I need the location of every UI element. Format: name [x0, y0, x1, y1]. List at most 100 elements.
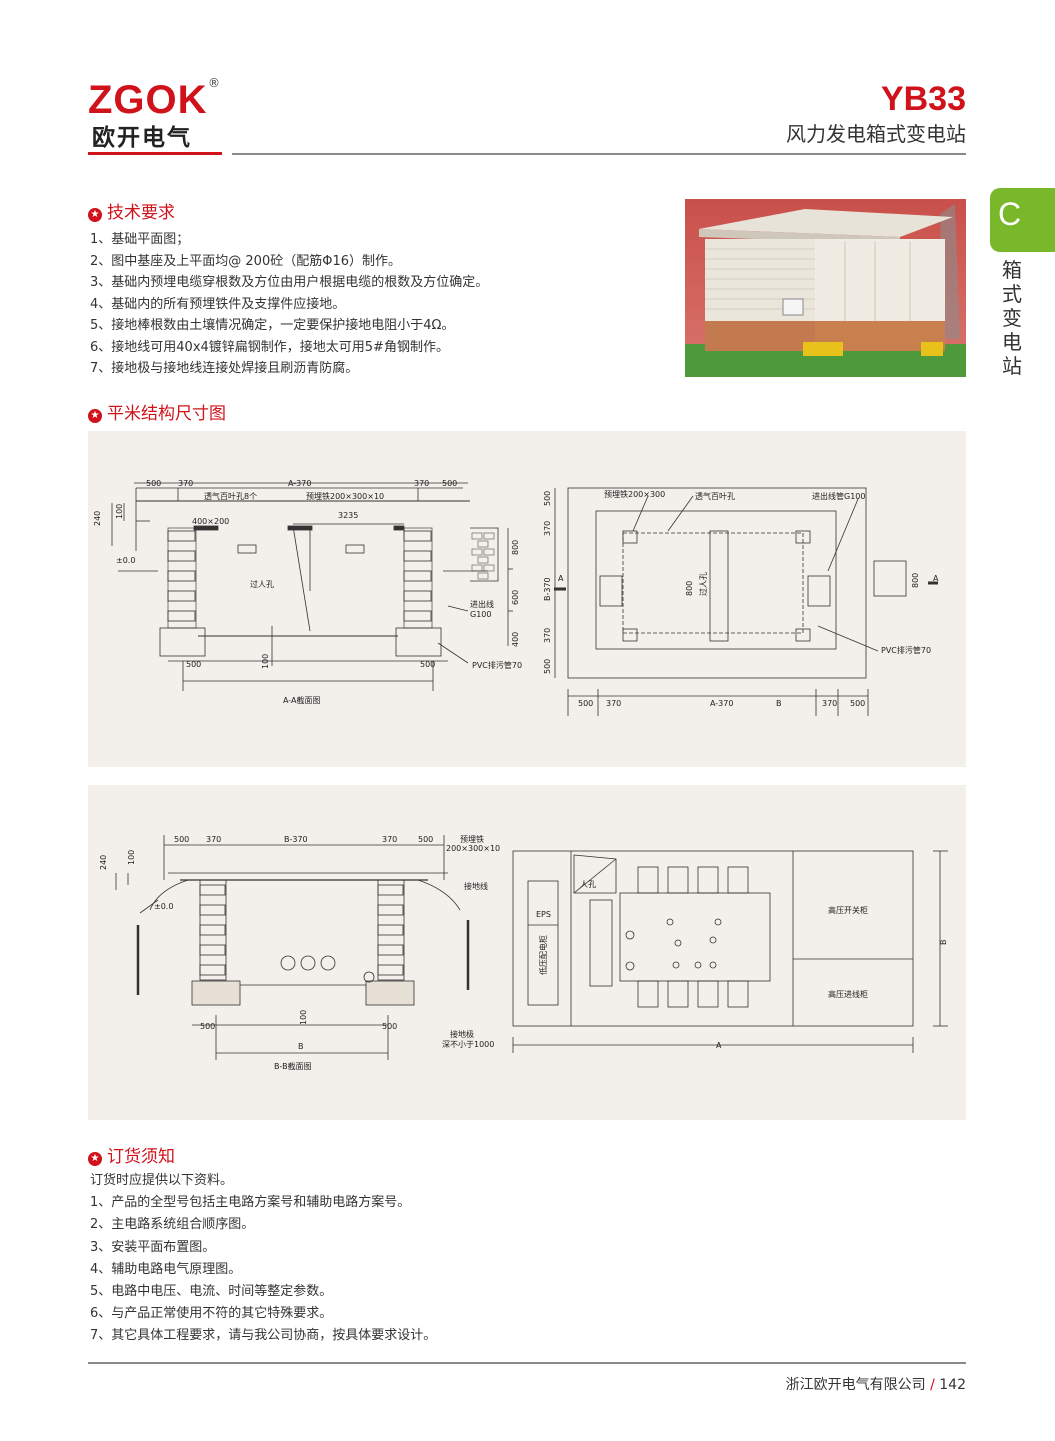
list-item: 1、产品的全型号包括主电路方案号和辅助电路方案号。: [90, 1195, 411, 1211]
plan-view-drawing: 预埋铁200×300 透气百叶孔 进出线管G100 A A 500 370 B-…: [543, 487, 939, 716]
dim-label: 500: [174, 835, 189, 844]
list-item: 3、基础内预埋电缆穿根数及方位由用户根据电缆的根数及方位确定。: [90, 275, 489, 290]
list-item: 5、电路中电压、电流、时间等整定参数。: [90, 1284, 333, 1300]
tech-list: 1、基础平面图； 2、图中基座及上平面均@ 200砼（配筋Φ16）制作。 3、基…: [90, 229, 488, 380]
list-item: 7、接地极与接地线连接处焊接且刷沥青防腐。: [90, 361, 359, 376]
manhole-label: 过人孔: [250, 579, 274, 589]
list-item: 2、主电路系统组合顺序图。: [90, 1217, 255, 1233]
dim-label: 500: [420, 660, 435, 669]
pipe-label: G100: [470, 610, 491, 619]
list-item: 4、基础内的所有预埋铁件及支撑件应接地。: [90, 296, 346, 312]
section-mark-a: A: [933, 574, 939, 583]
order-section-heading: ★ 订货须知: [88, 1142, 175, 1167]
footer: 浙江欧开电气有限公司 / 142: [786, 1374, 966, 1394]
registered-mark: ®: [208, 76, 220, 90]
tech-section-heading: ★技术要求: [88, 198, 175, 223]
foundation-drawings-bottom: 500 370 B-370 370 500 预埋铁 200×300×10 240…: [99, 834, 948, 1071]
electrode-label: 接地极: [450, 1029, 474, 1039]
company-name: 浙江欧开电气有限公司: [785, 1377, 926, 1393]
dim-label: 370: [414, 479, 429, 488]
star-icon: ★: [88, 409, 102, 423]
struct-section-heading: ★ 平米结构尺寸图: [88, 399, 226, 424]
list-item: 3、安装平面布置图。: [90, 1239, 216, 1255]
section-caption: A-A截面图: [283, 695, 320, 705]
dim-label: 370: [543, 628, 552, 643]
dim-label: 370: [822, 699, 837, 708]
page-number: 142: [939, 1377, 966, 1393]
list-item: 4、辅助电路电气原理图。: [90, 1261, 242, 1277]
page-subtitle: 风力发电箱式变电站: [786, 122, 966, 146]
cable-label: 进出线: [470, 599, 494, 609]
embed-label: 预埋铁200×300: [604, 489, 665, 499]
list-item: 7、其它具体工程要求，请与我公司协商，按具体要求设计。: [90, 1328, 437, 1344]
footer-separator: /: [930, 1377, 935, 1393]
dim-label: 370: [206, 835, 221, 844]
list-item: 5、接地棒根数由土壤情况确定，一定要保护接地电阻小于4Ω。: [90, 318, 455, 333]
dim-label: 240: [99, 855, 108, 870]
dim-label: 800: [511, 540, 520, 555]
dim-label: 100: [115, 504, 124, 519]
manhole-label: 过人孔: [698, 572, 708, 596]
dim-label: B-370: [543, 577, 552, 601]
dim-label: 600: [511, 590, 520, 605]
dim-label: A-370: [288, 479, 311, 488]
vent-label: 透气百叶孔: [695, 491, 735, 501]
list-item: 6、接地线可用40x4镀锌扁钢制作，接地太可用5#角钢制作。: [90, 339, 449, 355]
order-title: 订货须知: [107, 1147, 175, 1167]
list-item: 1、基础平面图；: [90, 232, 190, 247]
dim-label: 3235: [338, 511, 358, 520]
dim-label: B: [298, 1042, 304, 1051]
equipment-layout-drawing: 人孔 EPS 低压配电柜 高压开关柜 高压进线柜 A B: [512, 850, 948, 1053]
dim-label: 800: [911, 573, 920, 588]
section-bb-drawing: 500 370 B-370 370 500 预埋铁 200×300×10 240…: [99, 834, 500, 1071]
dim-label: B: [939, 940, 948, 946]
dim-label: 500: [382, 1022, 397, 1031]
order-list: 订货时应提供以下资料。 1、产品的全型号包括主电路方案号和辅助电路方案号。 2、…: [90, 1170, 436, 1348]
foundation-drawings-top: 500 370 A-370 370 500 透气百叶孔8个 预埋铁200×300…: [93, 479, 939, 716]
brand-name: 欧开电气: [92, 125, 192, 151]
hv-incoming-label: 高压进线柜: [828, 989, 868, 999]
dim-label: A-370: [710, 699, 733, 708]
dim-label: 500: [200, 1022, 215, 1031]
dim-label: 500: [146, 479, 161, 488]
dim-label: 800: [685, 581, 694, 596]
dim-label: 370: [382, 835, 397, 844]
embed-label: 预埋铁: [460, 834, 484, 844]
section-aa-drawing: 500 370 A-370 370 500 透气百叶孔8个 预埋铁200×300…: [93, 479, 522, 705]
list-item: 2、图中基座及上平面均@ 200砼（配筋Φ16）制作。: [90, 253, 401, 269]
dim-label: 500: [442, 479, 457, 488]
chapter-letter: C: [998, 196, 1022, 232]
section-mark-a: A: [558, 574, 564, 583]
lv-panel-label: 低压配电柜: [538, 935, 548, 975]
elevation-label: ±0.0: [116, 556, 135, 565]
dim-label: B-370: [284, 835, 308, 844]
pipe-label: 进出线管G100: [812, 491, 865, 501]
dim-label: 100: [127, 850, 136, 865]
dim-label: 400: [511, 632, 520, 647]
star-icon: ★: [88, 208, 102, 222]
list-item: 6、与产品正常使用不符的其它特殊要求。: [90, 1306, 333, 1322]
dim-label: 240: [93, 511, 102, 526]
dim-label: 370: [543, 521, 552, 536]
section-caption: B-B截面图: [274, 1061, 312, 1071]
embed-size-label: 200×300×10: [446, 844, 500, 853]
elevation-label: ±0.0: [154, 902, 173, 911]
model-number: YB33: [880, 80, 966, 118]
list-intro: 订货时应提供以下资料。: [90, 1173, 234, 1188]
brand-logo: ZGOK: [88, 78, 208, 122]
dim-label: 370: [606, 699, 621, 708]
drawing-panel-top: 500 370 A-370 370 500 透气百叶孔8个 预埋铁200×300…: [88, 431, 966, 767]
embed-label: 预埋铁200×300×10: [306, 491, 384, 501]
star-icon: ★: [88, 1152, 102, 1166]
chapter-tab: [990, 188, 1055, 252]
dim-label: 100: [299, 1010, 308, 1025]
dim-label: 500: [850, 699, 865, 708]
pvc-label: PVC排污管70: [472, 660, 522, 670]
struct-title: 平米结构尺寸图: [107, 404, 226, 424]
depth-label: 深不小于1000: [442, 1040, 494, 1049]
hv-switch-label: 高压开关柜: [828, 905, 868, 915]
hole-label: 400×200: [192, 517, 229, 526]
drawing-panel-bottom: 500 370 B-370 370 500 预埋铁 200×300×10 240…: [88, 785, 966, 1120]
footer-divider: [88, 1362, 966, 1364]
eps-label: EPS: [536, 910, 551, 919]
